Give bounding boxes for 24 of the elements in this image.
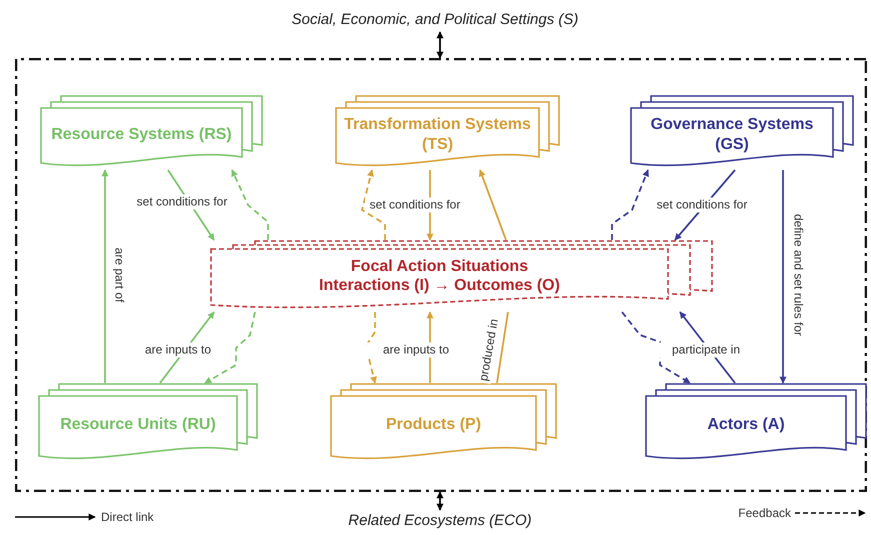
node-title: Focal Action Situations: [350, 256, 530, 276]
arrow: [436, 491, 444, 511]
node-title: Actors (A): [706, 415, 786, 435]
node-title: Transformation Systems (TS): [343, 115, 532, 154]
dashed-arrow: [204, 312, 256, 384]
node-title: Products (P): [384, 415, 482, 435]
dashed-arrow: [231, 169, 269, 240]
node-title: Resource Units (RU): [59, 415, 217, 435]
dashed-arrow: [365, 312, 377, 384]
legend-label: Feedback: [738, 505, 791, 522]
dashed-arrow: [360, 169, 386, 240]
node-title: Resource Systems (RS): [50, 124, 233, 144]
node-title: Interactions (I) → Outcomes (O): [318, 276, 561, 296]
context-label: Related Ecosystems (ECO): [330, 510, 550, 532]
arrow: [478, 169, 507, 240]
context-label: Social, Economic, and Political Settings (S): [255, 8, 615, 32]
arrow: [436, 31, 444, 59]
arrow: [102, 169, 108, 383]
arrow: [780, 170, 786, 384]
node-title: Governance Systems (GS): [650, 115, 814, 154]
dashed-arrow: [611, 169, 649, 240]
dashed-arrow: [621, 311, 691, 384]
edge-label: are part of: [112, 246, 126, 304]
legend-label: Direct link: [101, 509, 154, 526]
